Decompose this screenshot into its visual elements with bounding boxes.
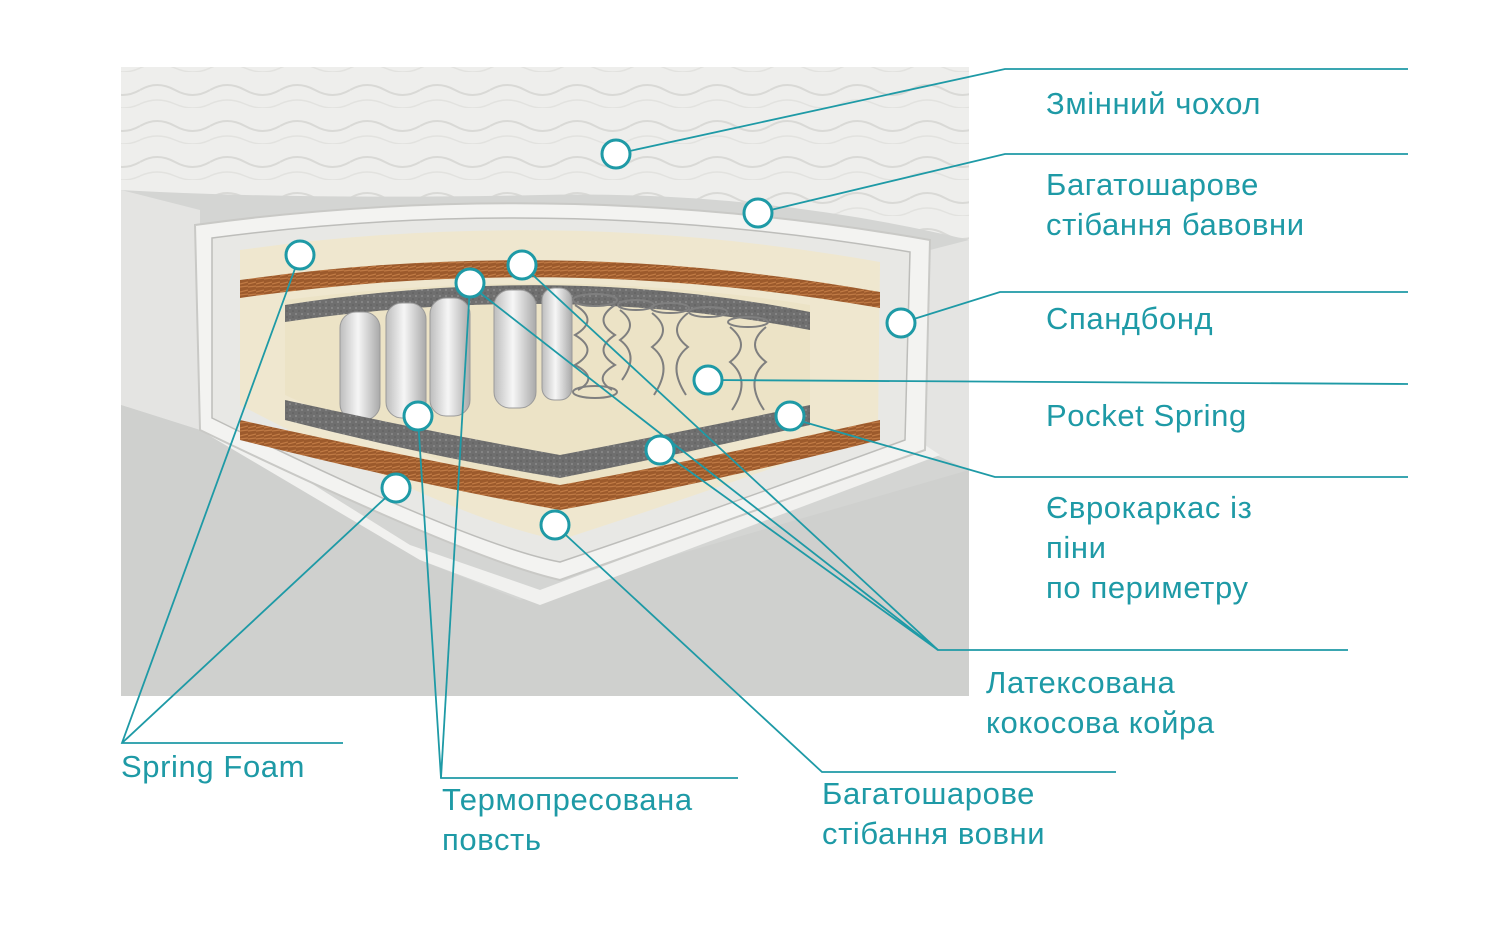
marker-wool <box>539 509 571 541</box>
marker-coir-bottom <box>644 434 676 466</box>
label-line: піни <box>1046 530 1107 565</box>
label-wool-quilting: Багатошарове стібання вовни <box>822 774 1045 854</box>
label-coconut-coir: Латексована кокосова койра <box>986 663 1215 743</box>
marker-felt-top <box>454 267 486 299</box>
leader-lines <box>120 68 1409 779</box>
label-foam-frame: Єврокаркас із піни по периметру <box>1046 488 1252 608</box>
label-line: кокосова койра <box>986 705 1215 740</box>
marker-spring-foam-bottom <box>380 472 412 504</box>
marker-cover <box>600 138 632 170</box>
marker-felt-bottom <box>402 400 434 432</box>
label-line: Єврокаркас із <box>1046 490 1253 525</box>
label-line: Спандбонд <box>1046 301 1214 336</box>
marker-cotton <box>742 197 774 229</box>
callout-markers <box>284 138 917 541</box>
label-thermo-felt: Термопресована повсть <box>442 780 693 860</box>
label-line: Змінний чохол <box>1046 86 1262 121</box>
label-spring-foam: Spring Foam <box>121 747 305 787</box>
label-line: по периметру <box>1046 570 1249 605</box>
label-line: повсть <box>442 822 542 857</box>
label-line: Spring Foam <box>121 749 306 784</box>
label-line: Pocket Spring <box>1046 398 1247 433</box>
label-line: Латексована <box>986 665 1176 700</box>
label-line: стібання вовни <box>822 816 1046 851</box>
label-line: Багатошарове <box>822 776 1036 811</box>
label-removable-cover: Змінний чохол <box>1046 84 1261 124</box>
marker-coir-top <box>506 249 538 281</box>
label-line: Термопресована <box>442 782 693 817</box>
marker-foam-frame <box>774 400 806 432</box>
label-line: Багатошарове <box>1046 167 1260 202</box>
label-line: стібання бавовни <box>1046 207 1305 242</box>
marker-spunbond <box>885 307 917 339</box>
label-cotton-quilting: Багатошарове стібання бавовни <box>1046 165 1305 245</box>
marker-spring-foam-top <box>284 239 316 271</box>
pocket-springs <box>339 287 769 421</box>
marker-pocket-spring <box>692 364 724 396</box>
label-pocket-spring: Pocket Spring <box>1046 396 1247 436</box>
label-spunbond: Спандбонд <box>1046 299 1213 339</box>
